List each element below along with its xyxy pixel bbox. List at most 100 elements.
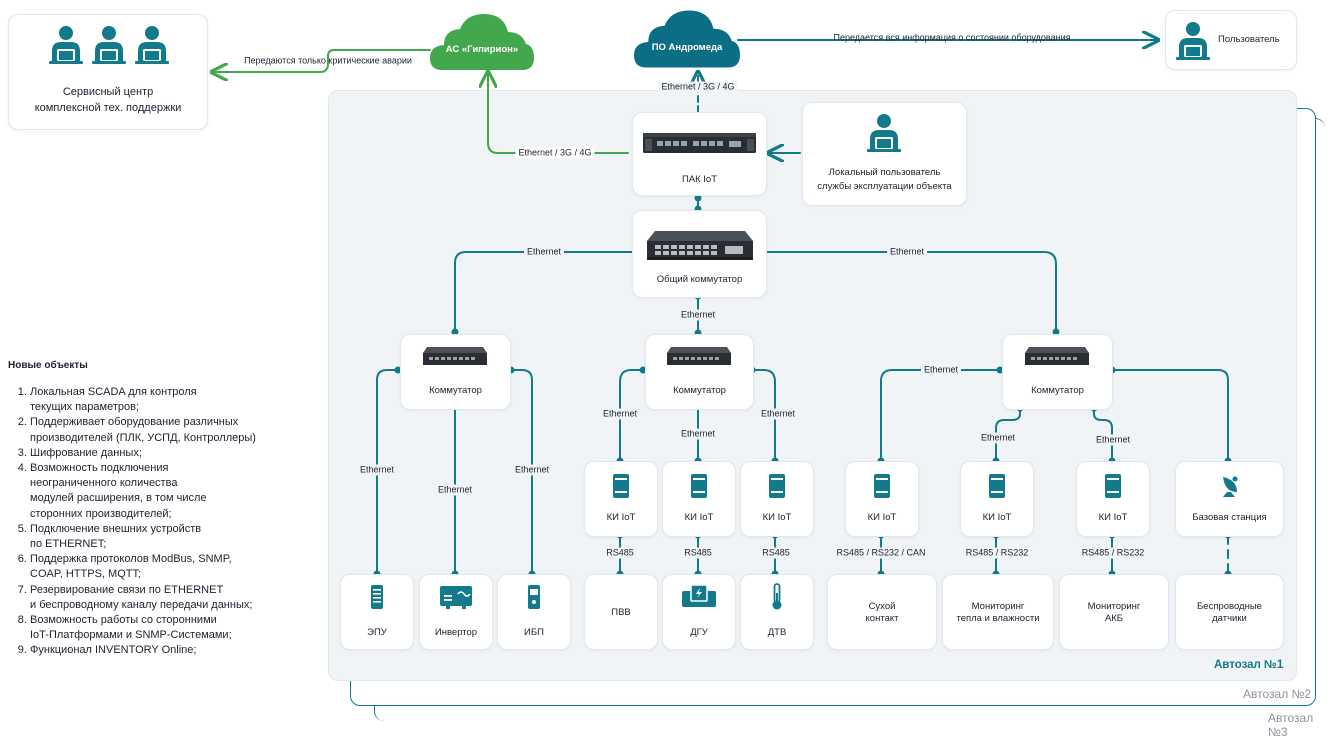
person-laptop-icon xyxy=(49,26,169,64)
network-switch-icon xyxy=(647,231,753,260)
main-switch-label: Общий коммутатор xyxy=(656,274,743,285)
epu-label: ЭПУ xyxy=(367,627,387,638)
eth-label-epu: Ethernet xyxy=(356,464,398,476)
dgu-label: ДГУ xyxy=(690,627,708,638)
feature-item: Шифрование данных; xyxy=(30,446,308,461)
pak-green-label: Ethernet / 3G / 4G xyxy=(515,147,595,159)
giperion-label: АС «Гипирион» xyxy=(445,44,519,55)
dry-contact-box[interactable]: Сухой контакт xyxy=(827,574,937,650)
inverter-icon xyxy=(440,586,472,609)
feature-item: Функционал INVENTORY Online; xyxy=(30,643,308,658)
inverter-box[interactable]: Инвертор xyxy=(419,574,493,650)
switch-left-label: Коммутатор xyxy=(429,385,482,396)
switch-left-box[interactable]: Коммутатор xyxy=(400,334,511,410)
person-laptop-icon xyxy=(1176,22,1210,60)
network-switch-icon xyxy=(1025,347,1089,365)
andromeda-cloud[interactable]: ПО Андромеда xyxy=(634,8,740,70)
network-switch-icon xyxy=(423,347,487,365)
temp-humidity-line2: тепла и влажности xyxy=(956,613,1040,624)
temp-humidity-box[interactable]: Мониторинг тепла и влажности xyxy=(942,574,1054,650)
eth-label-mid-b: Ethernet xyxy=(677,428,719,440)
dtv-box[interactable]: ДТВ xyxy=(740,574,814,650)
eth-label-right-b: Ethernet xyxy=(977,432,1019,444)
ki-iot-box-3[interactable]: КИ IoT xyxy=(740,461,814,537)
pak-uplink-label: Ethernet / 3G / 4G xyxy=(658,81,738,93)
switch-right-label: Коммутатор xyxy=(1031,385,1084,396)
hall-3-label: Автозал №3 xyxy=(1268,711,1314,739)
ki-label: КИ IoT xyxy=(762,512,792,523)
andromeda-label: ПО Андромеда xyxy=(651,42,723,53)
ki-iot-box-5[interactable]: КИ IoT xyxy=(960,461,1034,537)
switch-mid-label: Коммутатор xyxy=(673,385,726,396)
ki-label: КИ IoT xyxy=(1098,512,1128,523)
ki-label: КИ IoT xyxy=(684,512,714,523)
eth-label-right-top: Ethernet xyxy=(886,246,928,258)
ibp-label: ИБП xyxy=(524,627,544,638)
controller-module-icon xyxy=(613,474,629,498)
features-title: Новые объекты xyxy=(8,360,88,371)
user-box: Пользователь xyxy=(1165,10,1297,70)
power-unit-icon xyxy=(371,585,383,609)
ki-iot-box-6[interactable]: КИ IoT xyxy=(1076,461,1150,537)
ki-label: КИ IoT xyxy=(606,512,636,523)
hall-2-label: Автозал №2 xyxy=(1243,687,1312,701)
critical-alarms-label: Передаются только критические аварии xyxy=(244,55,412,66)
cloud-shape xyxy=(634,10,740,68)
rs485-label-3: RS485 xyxy=(759,547,793,559)
akb-box[interactable]: Мониторинг АКБ xyxy=(1059,574,1169,650)
controller-module-icon xyxy=(1105,474,1121,498)
main-switch-box[interactable]: Общий коммутатор xyxy=(632,210,767,298)
akb-line2: АКБ xyxy=(1104,613,1124,624)
wireless-sensors-box[interactable]: Беспроводные датчики xyxy=(1175,574,1284,650)
person-laptop-icon xyxy=(867,114,901,152)
ki-iot-box-4[interactable]: КИ IoT xyxy=(845,461,919,537)
inverter-label: Инвертор xyxy=(434,627,478,638)
service-center-line1: Сервисный центр xyxy=(62,86,154,98)
satellite-dish-icon xyxy=(1223,476,1238,497)
dtv-label: ДТВ xyxy=(767,627,787,638)
wireless-line2: датчики xyxy=(1212,613,1247,624)
features-panel: Новые объекты Локальная SCADA для контро… xyxy=(8,360,308,659)
ki-iot-box-1[interactable]: КИ IoT xyxy=(584,461,658,537)
eth-label-right-c: Ethernet xyxy=(1092,434,1134,446)
network-switch-icon xyxy=(667,347,731,365)
local-user-line2: службы эксплуатации объекта xyxy=(817,181,952,192)
eth-label-mid-c: Ethernet xyxy=(757,408,799,420)
ibp-box[interactable]: ИБП xyxy=(497,574,571,650)
feature-item: Поддержка протоколов ModBus, SNMP,COAP, … xyxy=(30,552,308,582)
service-center-box: Сервисный центр комплексной тех. поддерж… xyxy=(8,14,208,130)
local-user-line1: Локальный пользователь xyxy=(828,167,941,178)
giperion-cloud[interactable]: АС «Гипирион» xyxy=(430,12,534,72)
eth-label-left-top: Ethernet xyxy=(523,246,565,258)
ki-label: КИ IoT xyxy=(982,512,1012,523)
cloud-shape xyxy=(430,14,534,70)
rs-232-label-2: RS485 / RS232 xyxy=(1078,547,1148,559)
pvv-box[interactable]: ПВВ xyxy=(584,574,658,650)
hall-1-label: Автозал №1 xyxy=(1214,659,1284,671)
service-center-line2: комплексной тех. поддержки xyxy=(34,102,182,114)
feature-item: Поддерживает оборудование различныхпроиз… xyxy=(30,415,308,445)
base-station-box[interactable]: Базовая станция xyxy=(1175,461,1284,537)
base-station-label: Базовая станция xyxy=(1192,512,1267,523)
user-label: Пользователь xyxy=(1218,34,1280,45)
dgu-box[interactable]: ДГУ xyxy=(662,574,736,650)
controller-module-icon xyxy=(874,474,890,498)
dry-contact-line1: Сухой xyxy=(868,601,896,612)
ups-icon xyxy=(528,585,540,609)
ki-iot-box-2[interactable]: КИ IoT xyxy=(662,461,736,537)
controller-module-icon xyxy=(769,474,785,498)
pvv-label: ПВВ xyxy=(611,607,631,618)
switch-mid-box[interactable]: Коммутатор xyxy=(645,334,754,410)
epu-box[interactable]: ЭПУ xyxy=(340,574,414,650)
eth-label-right-a: Ethernet xyxy=(920,364,962,376)
pak-iot-box[interactable]: ПАК IoT xyxy=(632,112,767,196)
all-info-label: Передается вся информация о состоянии об… xyxy=(833,32,1071,43)
eth-label-mid-top: Ethernet xyxy=(677,309,719,321)
thermometer-icon xyxy=(772,583,782,610)
controller-module-icon xyxy=(989,474,1005,498)
switch-right-box[interactable]: Коммутатор xyxy=(1002,334,1113,410)
